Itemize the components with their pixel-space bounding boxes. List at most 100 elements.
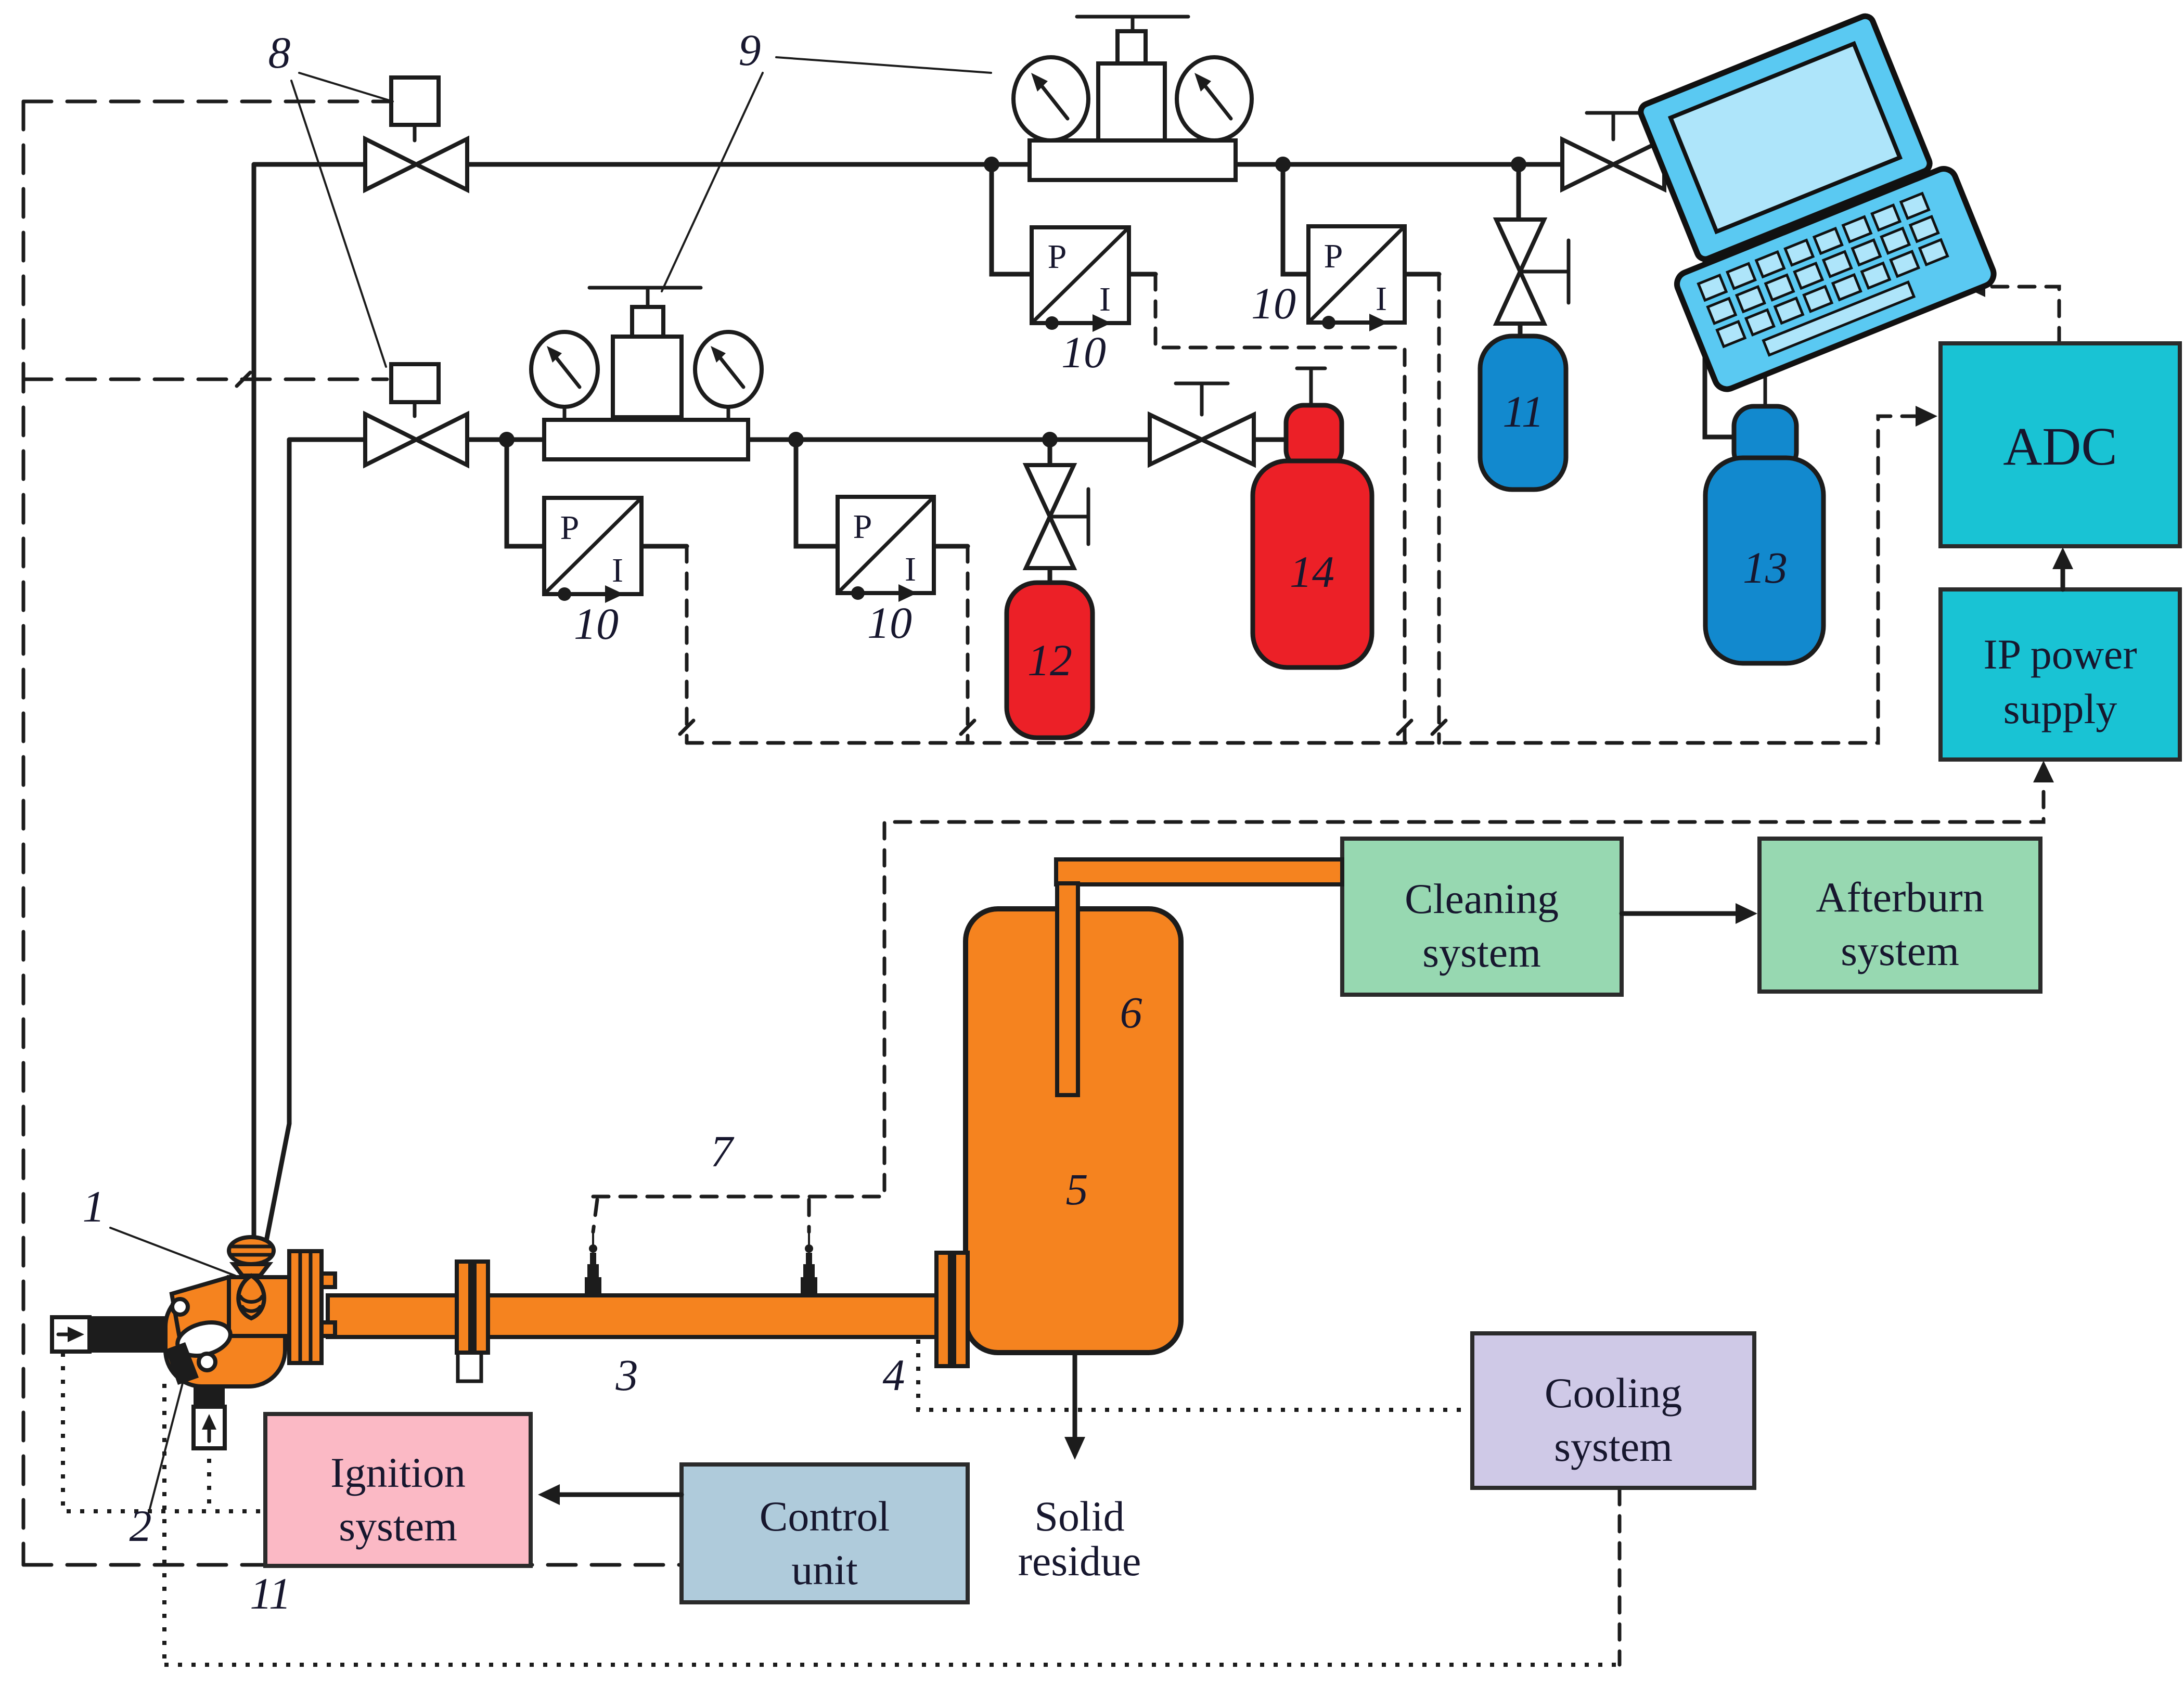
chamber-inlet-flange-4 [934, 1251, 952, 1368]
valve-actuator [389, 75, 441, 127]
valve-bowtie [412, 410, 469, 469]
fuel-arrow [68, 1327, 84, 1342]
valve-cone [1493, 266, 1548, 326]
callout-11-line: 11 [250, 1569, 291, 1618]
adc-label: ADC [2003, 417, 2117, 477]
callout-5: 5 [1066, 1164, 1088, 1214]
valve-bowtie [1197, 411, 1256, 468]
manual-valve-line1 [1560, 111, 1666, 193]
line-break-tick [1430, 718, 1448, 736]
callout-9: 9 [739, 25, 761, 75]
valve-bowtie [412, 135, 469, 194]
afterburn-label-line1: Afterburn [1816, 873, 1984, 921]
callout-8-leaders [290, 72, 394, 368]
adc-to-laptop-line [1973, 285, 2061, 345]
ignition-system-box [263, 1412, 533, 1568]
solid-residue-line1: Solid [1034, 1493, 1124, 1540]
regulator-cap [630, 305, 665, 339]
line-break-tick [1396, 718, 1414, 736]
ip-power-supply-box [1938, 587, 2182, 762]
cylinder-valve-handle [1295, 366, 1327, 407]
pipe-3 [326, 1293, 944, 1339]
regulator-base [542, 418, 750, 461]
air-arrow [202, 1414, 216, 1430]
pi-letter-i: I [612, 551, 623, 589]
callout-11-cylinder: 11 [1502, 387, 1544, 436]
callout-10: 10 [1251, 278, 1296, 328]
cylinder-body [1703, 455, 1826, 666]
control-label-line1: Control [760, 1493, 890, 1540]
callout-7: 7 [711, 1126, 735, 1176]
callout-14: 14 [1290, 547, 1334, 597]
valve-cone [1493, 217, 1548, 277]
callout-9-leaders [661, 56, 992, 292]
chamber-inlet-flange-4 [952, 1251, 970, 1368]
flange-stripes [298, 1249, 313, 1365]
cooling-label-line2: system [1554, 1423, 1673, 1470]
cleaning-label-line2: system [1422, 929, 1541, 976]
junction-dot [1511, 157, 1526, 172]
cleaning-system-box [1340, 837, 1624, 997]
valve-cone [1022, 511, 1077, 570]
callout-10: 10 [867, 598, 912, 648]
valve-cone [1022, 463, 1077, 522]
pi1-signal-line [1153, 272, 1407, 745]
line2-drop-to-burner [263, 437, 292, 1249]
arrowhead-into-ignition [538, 1484, 560, 1505]
pipe-flange [455, 1259, 472, 1355]
callout-2-leader [149, 1380, 184, 1510]
manual-valve-line2 [1148, 381, 1256, 468]
flange-step [319, 1271, 337, 1289]
junction-dot [788, 432, 804, 447]
cylinder-body [1250, 458, 1374, 670]
callout-6: 6 [1120, 987, 1142, 1037]
afterburn-system-box [1757, 837, 2042, 994]
cooling-system-box [1470, 1331, 1756, 1490]
valves [363, 75, 1666, 570]
arrowhead-into-adc [1916, 406, 1937, 427]
gauge-needle-head [1031, 73, 1048, 92]
laptop-screen [1667, 41, 1903, 235]
pi-diagonal [1030, 225, 1131, 325]
gauge-needle-head [547, 346, 562, 363]
burner-outlet-flange [287, 1249, 324, 1365]
cylinder-neck [1283, 403, 1344, 470]
pi1-tap [989, 162, 1034, 277]
valve-bowtie [1560, 136, 1618, 193]
valve-actuator [389, 362, 441, 404]
air-inlet-collar [194, 1385, 225, 1407]
pi4-tap [793, 437, 840, 549]
valve-handle [1048, 487, 1090, 546]
callout-12: 12 [1027, 635, 1072, 685]
pi-diagonal [836, 495, 936, 595]
valve-handle [1174, 381, 1230, 417]
regulator-base [1027, 138, 1238, 182]
junction-dot [984, 157, 999, 172]
igniter-coils [238, 1294, 264, 1313]
callout-10: 10 [1061, 327, 1106, 377]
system-boxes: ADC IP power supply Cleaning system Afte… [263, 341, 2182, 1604]
pi-letter-p: P [560, 509, 580, 547]
pi-output-arrow [605, 585, 624, 603]
callout-labels: 8 9 1 2 11 [83, 25, 992, 1618]
pipe-support-bracket [456, 1351, 483, 1383]
junction-dot [1042, 432, 1058, 447]
sensor-line-7 [591, 769, 2046, 1199]
ip-label-line2: supply [2003, 685, 2117, 732]
valve-handle [1585, 111, 1642, 142]
chamber-assembly: 6 5 Solid residue [963, 857, 1344, 1585]
cooling-line-to-flange [916, 1340, 1470, 1412]
cylinder-11 [1478, 333, 1569, 492]
pressure-regulator-1 [1011, 15, 1254, 182]
solid-residue-line2: residue [1018, 1537, 1141, 1585]
valve-handle [1518, 238, 1571, 305]
line-break-tick [235, 370, 252, 388]
pi-letter-i: I [905, 550, 916, 588]
arrowhead-ip-to-adc [2052, 547, 2073, 569]
callout-4: 4 [883, 1350, 905, 1400]
burner-collar [165, 1342, 199, 1385]
needle-valve-cyl11 [1493, 217, 1571, 326]
regulator-handle [587, 286, 703, 309]
regulator-body [611, 335, 684, 419]
